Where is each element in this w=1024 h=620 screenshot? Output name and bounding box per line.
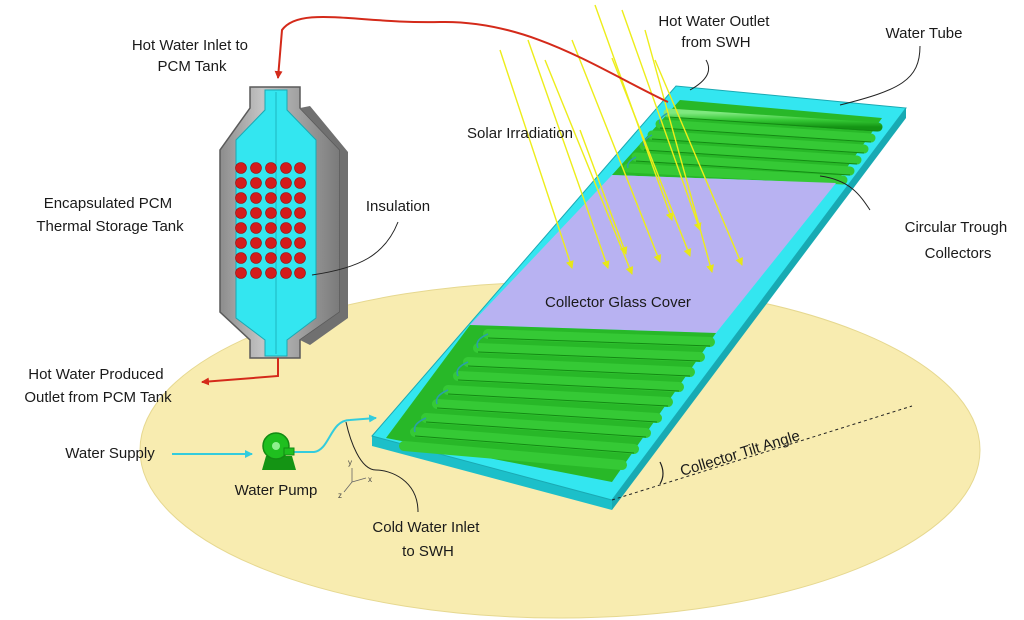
label-solar-irradiation: Solar Irradiation [467,125,573,142]
label-water-supply: Water Supply [65,445,155,462]
tilt-angle-indicator [611,405,913,501]
label-hot-water-inlet-pcm-line1: Hot Water Inlet to [132,37,248,54]
lower-tubes [399,329,715,470]
pcm-capsule [250,222,262,234]
label-water-pump: Water Pump [235,482,318,499]
pcm-capsule [235,162,247,174]
solar-rays [499,4,743,275]
pcm-capsule [265,162,277,174]
pcm-capsule [265,237,277,249]
pcm-capsule [280,252,292,264]
pcm-capsule [294,162,306,174]
pcm-capsule [265,207,277,219]
collector-frame-right-side [612,108,906,510]
pcm-storage-tank [219,86,348,359]
label-hot-water-produced: Hot Water Produced Outlet from PCM Tank [24,366,172,406]
pcm-capsule [235,267,247,279]
pcm-capsule [265,252,277,264]
label-cold-water-inlet: Cold Water Inlet to SWH [372,519,483,560]
pcm-capsule [250,177,262,189]
label-hot-water-produced-line2: Outlet from PCM Tank [24,389,172,406]
pcm-capsule [280,177,292,189]
pcm-capsule [235,207,247,219]
leader-hot-water-outlet [689,59,710,91]
label-encapsulated-pcm-line1: Encapsulated PCM [44,195,172,212]
axis-label-x: x [368,475,372,484]
pcm-capsule [250,192,262,204]
label-cold-water-inlet-line2: to SWH [402,543,454,560]
water-pump [262,432,296,470]
upper-tubes [623,108,883,185]
pcm-capsule [235,192,247,204]
label-hot-water-inlet-pcm-line2: PCM Tank [158,58,227,75]
pcm-capsule [294,237,306,249]
label-insulation: Insulation [366,198,430,215]
pcm-capsule [294,177,306,189]
label-cold-water-inlet-line1: Cold Water Inlet [372,519,480,536]
label-hot-water-inlet-pcm: Hot Water Inlet to PCM Tank [132,37,252,75]
pcm-capsule [280,192,292,204]
pcm-capsule [250,252,262,264]
label-encapsulated-pcm: Encapsulated PCM Thermal Storage Tank [36,195,184,235]
coordinate-axes-icon: x y z [338,458,372,500]
pcm-capsule [235,177,247,189]
collector-glass-cover [470,175,836,333]
pcm-capsule [294,252,306,264]
pcm-capsule [280,162,292,174]
pcm-capsule [280,222,292,234]
pcm-capsule [250,207,262,219]
pcm-capsule [250,162,262,174]
pcm-capsule [265,267,277,279]
label-encapsulated-pcm-line2: Thermal Storage Tank [36,218,184,235]
collector-frame-side [372,436,612,510]
hot-water-outlet-pipe [201,358,279,386]
label-circular-trough: Circular Trough Collectors [905,219,1012,262]
axis-label-z: z [338,491,342,500]
pcm-capsule [265,177,277,189]
pcm-capsule [265,222,277,234]
label-hot-water-outlet-swh: Hot Water Outlet from SWH [658,13,773,51]
pcm-capsule [235,252,247,264]
leader-cold-water-inlet [345,421,419,513]
pcm-capsule [280,267,292,279]
pcm-capsule [294,267,306,279]
label-hot-water-outlet-swh-line1: Hot Water Outlet [658,13,770,30]
pcm-capsule [280,237,292,249]
pcm-capsule [294,192,306,204]
pcm-capsule [235,222,247,234]
pcm-capsule [294,222,306,234]
pcm-capsules [235,162,306,279]
hot-water-pipe-to-tank [274,15,669,103]
label-circular-trough-line1: Circular Trough [905,219,1008,236]
label-hot-water-outlet-swh-line2: from SWH [681,34,750,51]
pcm-capsule [235,237,247,249]
label-hot-water-produced-line1: Hot Water Produced [28,366,163,383]
leader-lines [311,45,921,513]
label-water-tube: Water Tube [886,25,963,42]
cold-water-pipe-to-collector [292,414,377,453]
leader-insulation [311,221,399,276]
label-collector-glass-cover: Collector Glass Cover [545,294,691,311]
leader-circular-trough [819,175,871,211]
pcm-capsule [250,267,262,279]
solar-collector [371,85,907,510]
pcm-capsule [280,207,292,219]
label-circular-trough-line2: Collectors [925,245,992,262]
pcm-capsule [265,192,277,204]
axis-label-y: y [348,458,352,467]
pcm-capsule [250,237,262,249]
pcm-capsule [294,207,306,219]
leader-water-tube [839,45,921,106]
